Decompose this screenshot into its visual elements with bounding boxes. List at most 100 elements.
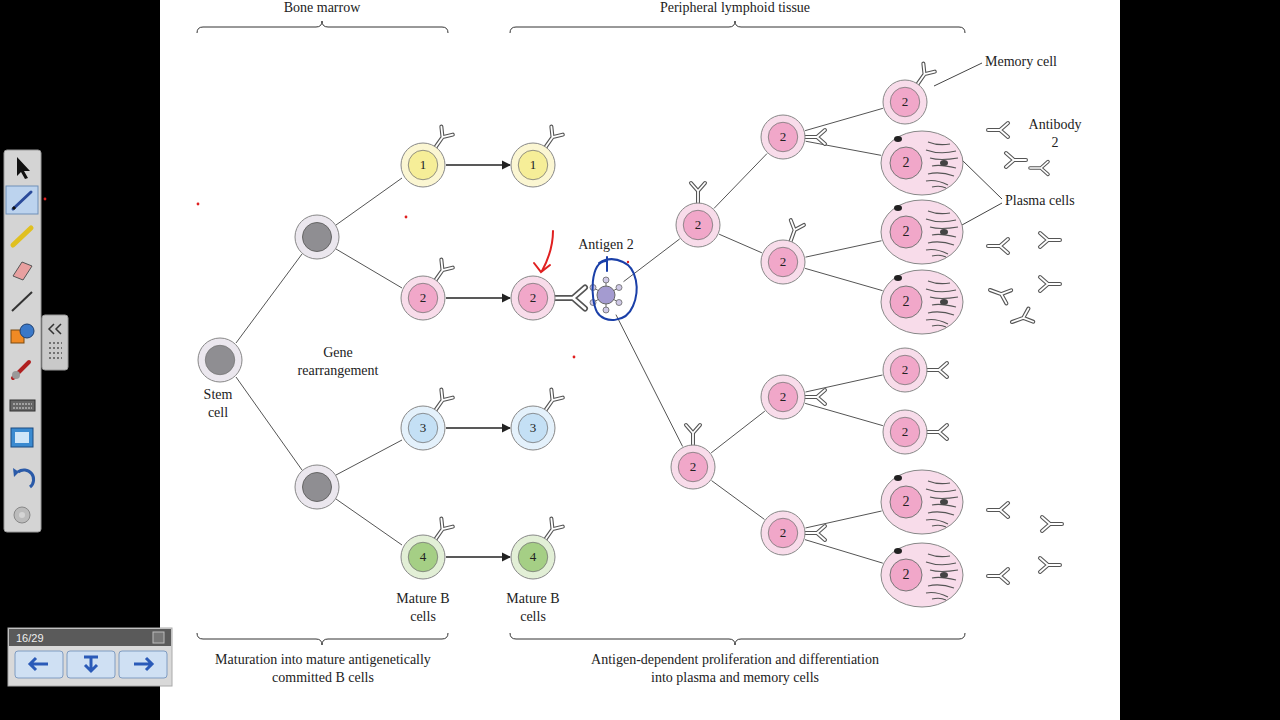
nucleolus: [894, 205, 902, 211]
cell-membrane: [401, 143, 445, 187]
b-cell: 3: [400, 405, 446, 451]
cell-membrane: [511, 406, 555, 450]
endoplasmic-reticulum: [932, 165, 956, 168]
blue-annotation-circle: [606, 257, 608, 271]
page-navigator: [119, 651, 167, 678]
lineage-line: [711, 411, 765, 453]
plasma-cell: 2: [880, 199, 964, 265]
endoplasmic-reticulum: [926, 219, 956, 222]
cell-type-label: Plasma cells: [1005, 192, 1075, 210]
b-cell: 2: [882, 347, 928, 393]
stem-cell: Stem cell: [197, 337, 243, 383]
cell-membrane: [511, 143, 555, 187]
free-antibody: [988, 503, 1008, 517]
cell-nucleus: [768, 518, 797, 547]
toolbar: [42, 315, 68, 370]
mature-b-cell: 3: [510, 405, 556, 451]
maturation-arrow: [446, 297, 510, 298]
endoplasmic-reticulum: [926, 150, 956, 153]
progenitor-cell: [295, 215, 339, 509]
toolbar: [15, 432, 29, 443]
plasma-cell-outline: [880, 469, 964, 535]
endoplasmic-reticulum: [928, 211, 950, 214]
annotation-dot: [627, 261, 629, 263]
lineage-line: [616, 315, 683, 447]
lineage-line: [236, 254, 302, 343]
cell-nucleus: [678, 452, 707, 481]
toolbar: [4, 150, 68, 532]
toolbar: [13, 362, 29, 378]
cell-nucleus: [408, 150, 437, 179]
cell-number: 2: [780, 524, 787, 542]
maturation-arrow: [446, 427, 510, 428]
lineage-line: [624, 239, 680, 282]
cell-number: 1: [530, 156, 537, 174]
b-cell-outline: [670, 444, 716, 490]
receptor: [430, 127, 453, 151]
lineage-line: [336, 249, 402, 288]
epitope: [590, 285, 596, 291]
cell-number: 2: [902, 93, 909, 111]
cell-membrane: [671, 445, 715, 489]
receptor: [805, 390, 825, 404]
cell-membrane: [881, 270, 963, 334]
antigen-core: [597, 286, 615, 304]
cell-number: 2: [780, 128, 787, 146]
epitope: [603, 277, 609, 283]
epitope: [603, 307, 609, 313]
leader-line: [962, 160, 1002, 199]
mature-b-cell: 2: [510, 275, 556, 321]
endoplasmic-reticulum: [928, 173, 954, 176]
toolbar: [19, 512, 25, 518]
free-antibody: [1040, 277, 1060, 291]
golgi: [940, 572, 948, 578]
progenitor-cell: [303, 223, 332, 252]
lineage-line: [236, 377, 302, 470]
golgi: [940, 160, 948, 166]
lineage-line: [805, 108, 883, 130]
lineage-line: [806, 141, 882, 155]
plasma-cell: 2: [880, 269, 964, 335]
toolbar: [12, 371, 20, 379]
cell-membrane: [761, 511, 805, 555]
endoplasmic-reticulum: [926, 181, 948, 186]
screen-frame: [0, 0, 160, 720]
progenitor-cell: [295, 215, 339, 259]
endoplasmic-reticulum: [932, 598, 946, 600]
lineage-line: [805, 241, 881, 257]
maturation-arrow: [446, 164, 510, 165]
region-label: Bone marrow: [284, 0, 361, 17]
cell-nucleus: [890, 486, 922, 518]
cell-number: 4: [530, 548, 537, 566]
cell-nucleus: [890, 355, 919, 384]
b-cell-outline: [760, 239, 806, 285]
cell-number: 4: [420, 548, 427, 566]
toolbar: [13, 192, 31, 209]
lineage-line: [714, 154, 767, 209]
annotation-dot: [44, 198, 630, 359]
screen-frame: [1120, 0, 1280, 720]
cell-nucleus: [890, 147, 922, 179]
cell-membrane: [676, 203, 720, 247]
bracket: [197, 21, 965, 645]
cell-nucleus: [890, 286, 922, 318]
b-cell: 2: [670, 444, 716, 490]
free-antibody: [988, 239, 1008, 253]
mature-b-cell: 4: [510, 534, 556, 580]
mature-b-cell-outline: [510, 534, 556, 580]
receptor: [691, 183, 705, 203]
lineage-line: [336, 178, 402, 225]
cell-number: 2: [695, 216, 702, 234]
bracket: [197, 21, 448, 33]
progenitor-cell: [303, 473, 332, 502]
bracket: [197, 633, 448, 645]
mature-b-cell-outline: [510, 142, 556, 188]
cell-number: 2: [420, 289, 427, 307]
cell-membrane: [881, 470, 963, 534]
plasma-cell-outline: [880, 130, 964, 196]
toolbar: [11, 428, 33, 447]
